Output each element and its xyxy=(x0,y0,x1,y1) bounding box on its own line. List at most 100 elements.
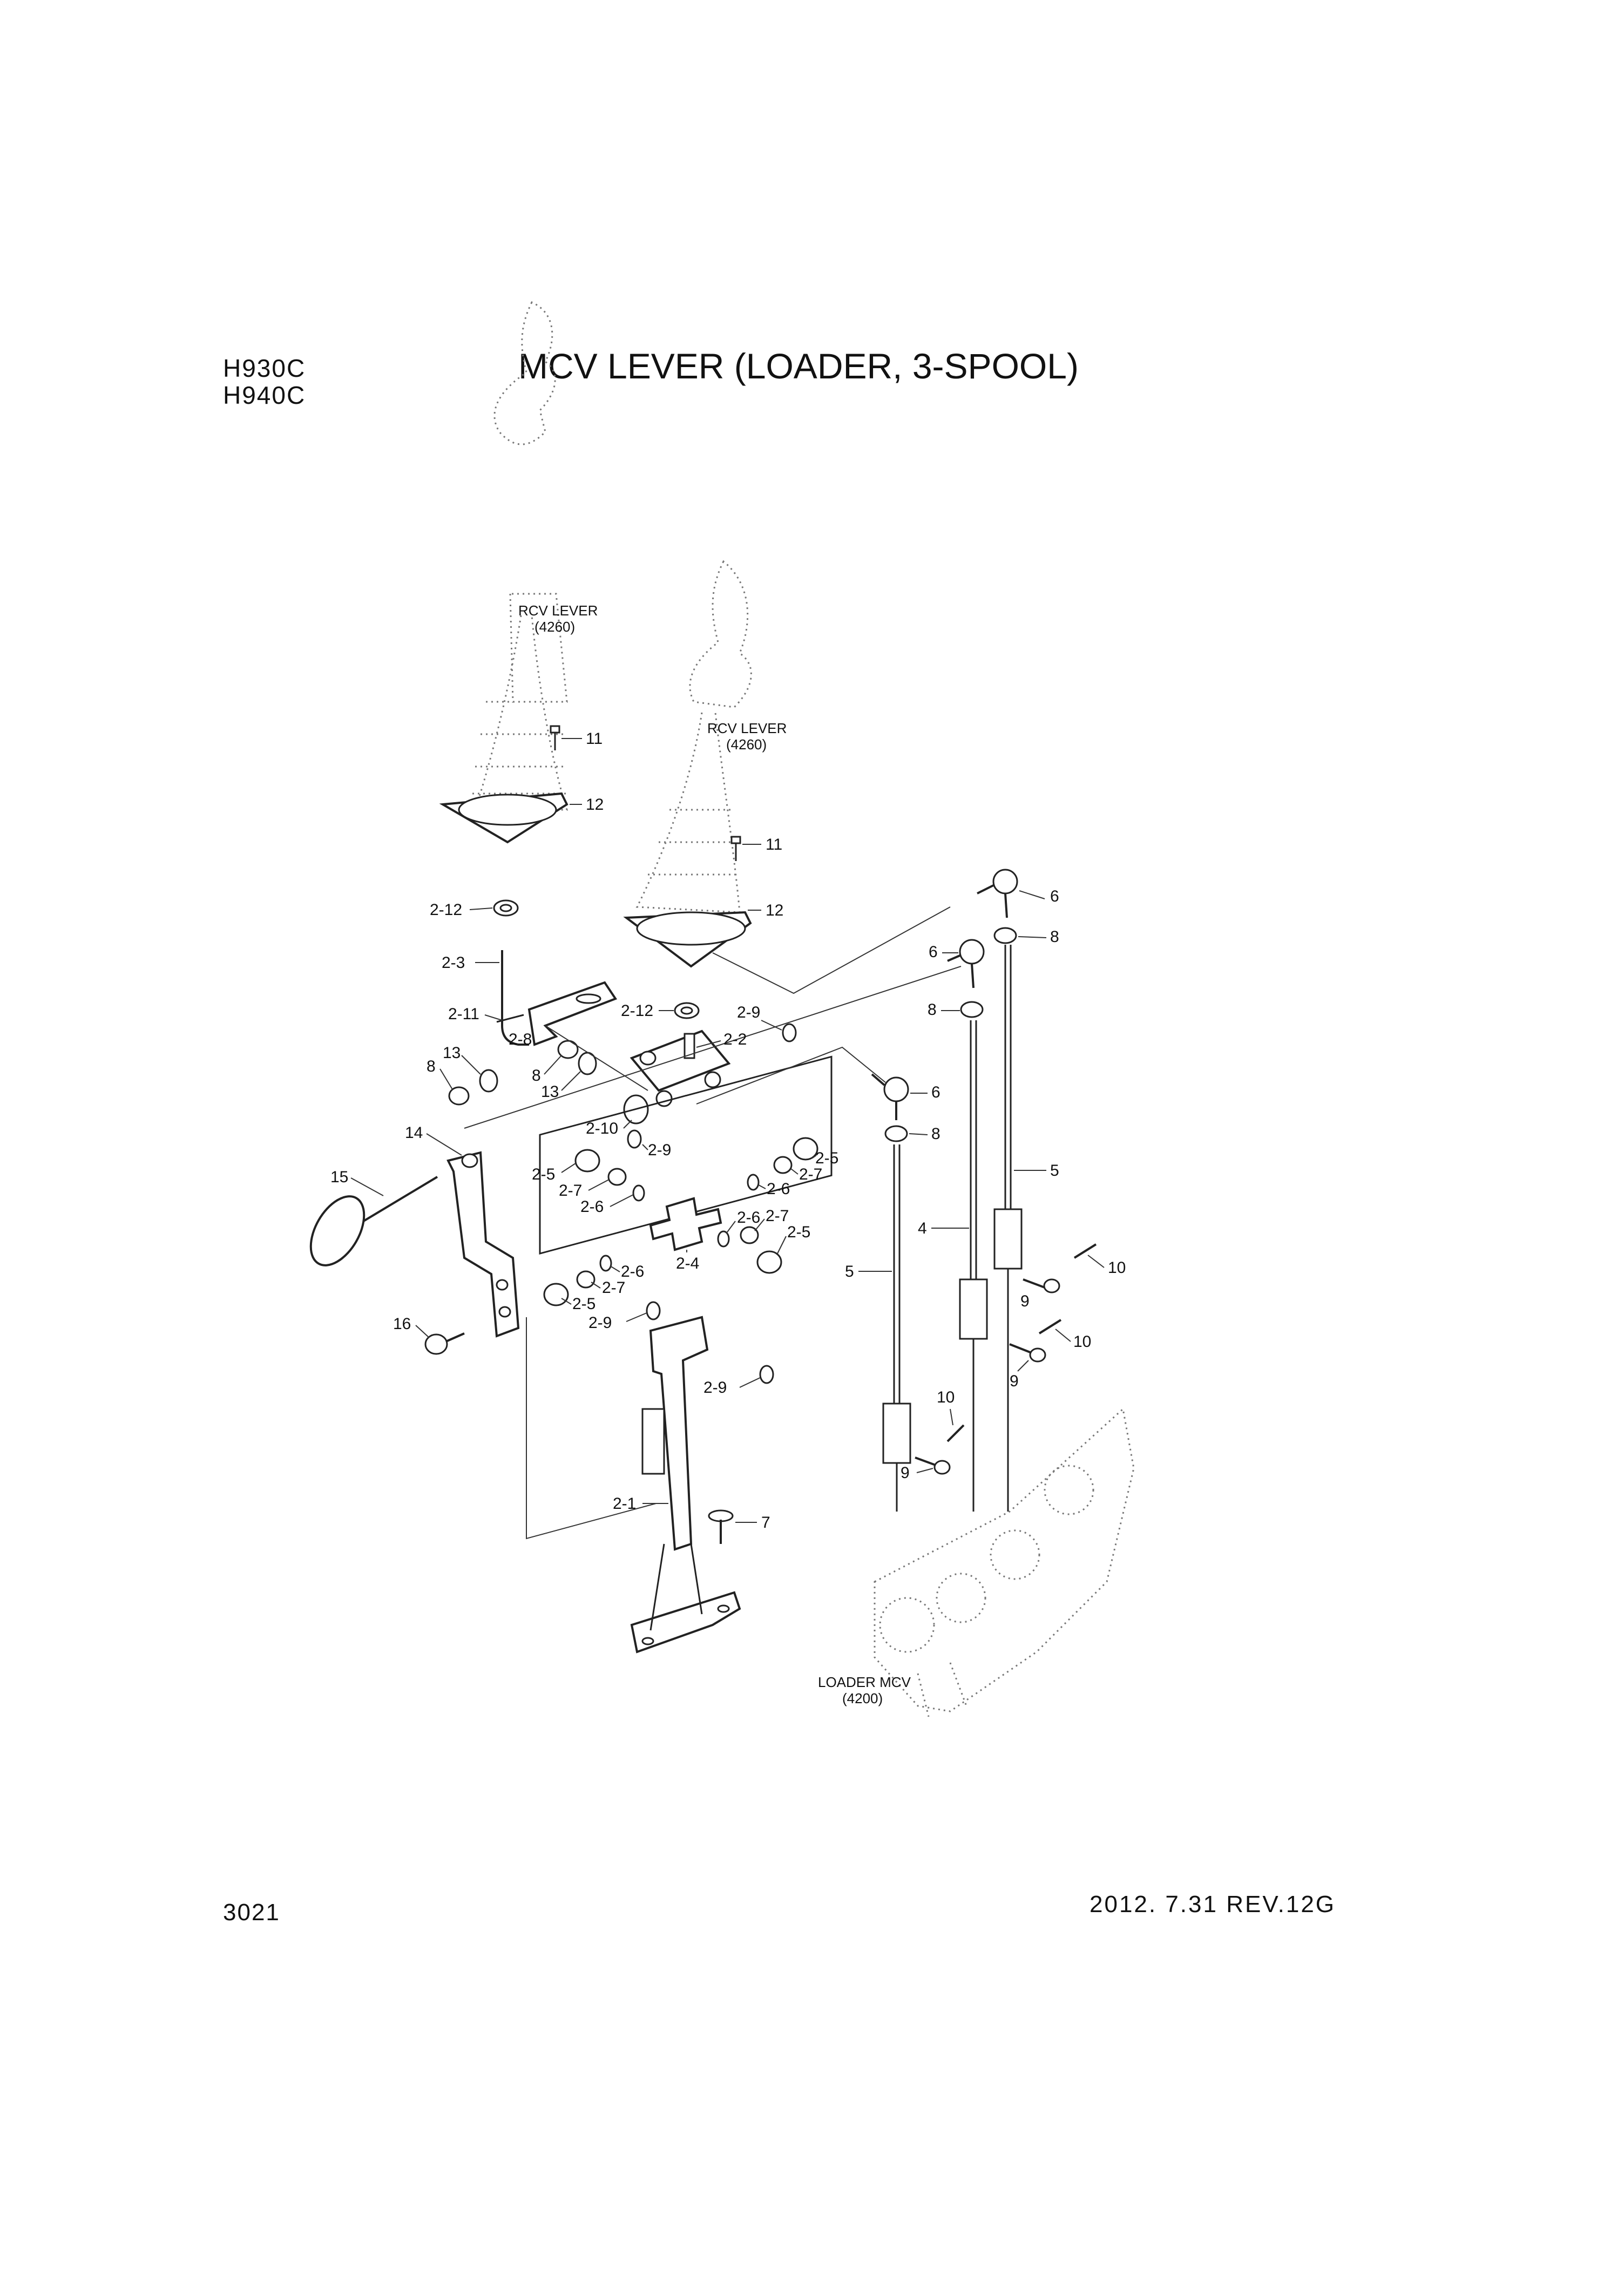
callout-2-9-c: 2-9 xyxy=(588,1314,612,1332)
rod-2-3 xyxy=(501,950,529,1046)
bushing-2-7-b xyxy=(773,1156,793,1174)
page-title: MCV LEVER (LOADER, 3-SPOOL) xyxy=(518,346,1079,386)
bolt-7 xyxy=(708,1509,734,1544)
rcv-lever-right-label: RCV LEVER xyxy=(707,720,787,736)
cross-2-4 xyxy=(649,1197,722,1251)
callout-2-3: 2-3 xyxy=(442,954,465,972)
bushing-2-7-c xyxy=(740,1226,759,1244)
pin-9-c xyxy=(915,1456,951,1475)
callout-2-6-b: 2-6 xyxy=(767,1180,790,1198)
bushing-2-5-c xyxy=(756,1250,782,1274)
callout-2-6-c: 2-6 xyxy=(737,1209,760,1227)
handle-15 xyxy=(309,1176,438,1266)
pin-9-a xyxy=(1023,1278,1060,1293)
callout-2-11: 2-11 xyxy=(448,1005,479,1023)
callout-7: 7 xyxy=(761,1514,770,1532)
o-ring-2-9-b xyxy=(627,1129,642,1149)
rcv-lever-left-label: RCV LEVER xyxy=(518,602,598,619)
nut-8-c xyxy=(993,927,1017,944)
nut-2-12-left xyxy=(493,899,519,917)
page-number: 3021 xyxy=(223,1899,280,1926)
callout-13-a: 13 xyxy=(443,1044,461,1062)
nut-8-e xyxy=(884,1125,908,1142)
callout-2-9-d: 2-9 xyxy=(703,1379,727,1397)
callout-13-b: 13 xyxy=(541,1083,559,1101)
nut-8-b xyxy=(557,1040,579,1059)
rod-end-6-a xyxy=(977,869,1018,918)
callout-2-5-a: 2-5 xyxy=(532,1166,555,1183)
o-ring-2-9-a xyxy=(782,1023,797,1042)
ring-2-6-a xyxy=(632,1184,645,1202)
callout-labels: 11 12 11 12 2-12 2-3 2-11 2-8 13 8 8 13 … xyxy=(330,730,1126,1532)
cotter-pin-10-a xyxy=(1073,1243,1097,1259)
callout-9-a: 9 xyxy=(1020,1292,1030,1310)
callout-9-b: 9 xyxy=(1010,1372,1019,1390)
callout-2-9-a: 2-9 xyxy=(737,1004,760,1021)
callout-2-7-b: 2-7 xyxy=(799,1166,822,1183)
bolt-11-right xyxy=(730,836,741,861)
o-ring-2-9-c xyxy=(646,1301,661,1320)
callout-2-8: 2-8 xyxy=(509,1031,532,1048)
pin-9-b xyxy=(1009,1343,1046,1363)
bolt-11-left xyxy=(550,725,560,750)
bracket-2-8 xyxy=(527,981,618,1046)
rcv-lever-right-code: (4260) xyxy=(726,736,767,753)
loader-mcv-code: (4200) xyxy=(842,1690,883,1706)
callout-12-b: 12 xyxy=(766,902,783,919)
callout-8-a: 8 xyxy=(427,1058,436,1075)
loader-mcv-label: LOADER MCV xyxy=(818,1674,911,1690)
plate-2-2 xyxy=(630,1029,731,1092)
callout-10-c: 10 xyxy=(937,1388,955,1406)
callout-11-a: 11 xyxy=(586,730,603,748)
rcv-lever-left-code: (4260) xyxy=(534,619,575,635)
nut-8-d xyxy=(960,1001,984,1018)
model-code-1: H930C xyxy=(223,354,306,382)
rcv-lever-left xyxy=(439,301,570,844)
callout-5-b: 5 xyxy=(845,1263,854,1280)
rcv-lever-right xyxy=(623,560,752,968)
callout-8-c: 8 xyxy=(1050,928,1059,946)
callout-9-c: 9 xyxy=(901,1464,910,1482)
callout-2-9-b: 2-9 xyxy=(648,1141,671,1159)
callout-8-e: 8 xyxy=(931,1125,940,1143)
callout-6-c: 6 xyxy=(931,1083,940,1101)
rod-end-6-b xyxy=(947,939,985,988)
callout-2-6-d: 2-6 xyxy=(621,1263,644,1280)
callout-14: 14 xyxy=(405,1124,423,1142)
callout-2-7-d: 2-7 xyxy=(602,1279,625,1297)
callout-10-b: 10 xyxy=(1073,1333,1091,1351)
pin-2-11 xyxy=(496,1014,524,1023)
callout-2-1: 2-1 xyxy=(613,1495,636,1513)
callout-4: 4 xyxy=(918,1219,927,1237)
cotter-pin-10-b xyxy=(1038,1319,1062,1334)
callout-2-4: 2-4 xyxy=(676,1255,699,1272)
callout-8-b: 8 xyxy=(532,1067,541,1085)
callout-2-5-c: 2-5 xyxy=(787,1223,810,1241)
cross-assembly-outline xyxy=(539,1055,833,1255)
callout-2-7-a: 2-7 xyxy=(559,1182,582,1200)
callout-2-6-a: 2-6 xyxy=(580,1198,604,1216)
callout-2-2: 2-2 xyxy=(723,1031,747,1048)
callout-2-12-b: 2-12 xyxy=(621,1002,653,1020)
bushing-2-5-b xyxy=(793,1137,818,1161)
o-ring-2-9-d xyxy=(759,1365,774,1384)
callout-2-5-d: 2-5 xyxy=(572,1295,596,1313)
rod-4 xyxy=(959,1020,988,1512)
callout-16: 16 xyxy=(393,1315,411,1333)
callout-11-b: 11 xyxy=(766,836,782,853)
bolt-16 xyxy=(424,1332,465,1355)
callout-6-a: 6 xyxy=(1050,887,1059,905)
nut-2-12-right xyxy=(674,1002,700,1019)
ring-2-6-c xyxy=(717,1230,730,1248)
washer-13-a xyxy=(479,1069,498,1093)
callout-12-a: 12 xyxy=(586,796,604,814)
stand-2-1 xyxy=(630,1316,741,1654)
callout-10-a: 10 xyxy=(1108,1259,1126,1277)
ring-2-6-b xyxy=(747,1174,760,1191)
rod-5-right xyxy=(993,945,1023,1512)
callout-2-7-c: 2-7 xyxy=(766,1207,789,1225)
revision-date: 2012. 7.31 REV.12G xyxy=(1090,1891,1336,1918)
callout-2-10: 2-10 xyxy=(586,1120,618,1137)
model-code-2: H940C xyxy=(223,381,306,409)
